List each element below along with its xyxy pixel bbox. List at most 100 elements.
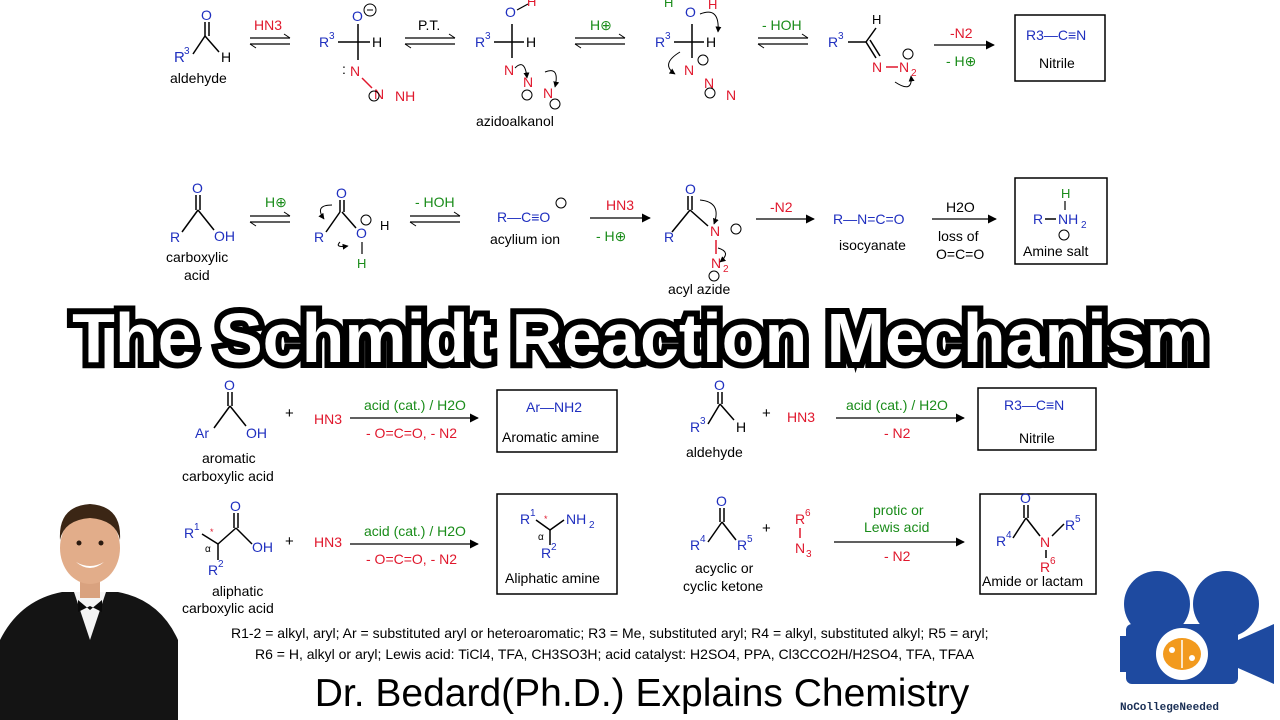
svg-text:OH: OH bbox=[252, 539, 273, 555]
svg-text:N: N bbox=[726, 87, 736, 103]
aromatic-acid-label-1: aromatic bbox=[202, 450, 256, 466]
svg-text:O: O bbox=[716, 493, 727, 509]
svg-text:2: 2 bbox=[723, 264, 729, 275]
svg-text:H: H bbox=[664, 0, 673, 10]
conditions-bottom: - O=C=O, - N2 bbox=[366, 551, 457, 567]
equilibrium-arrow bbox=[249, 211, 291, 227]
summary-aromatic-acid: Ar O OH aromatic carboxylic acid + HN3 a… bbox=[182, 377, 618, 484]
minus-n2-label: -N2 bbox=[950, 25, 973, 41]
svg-text:1: 1 bbox=[530, 508, 536, 519]
nitrile-formula: R3—C≡N bbox=[1026, 27, 1086, 43]
minus-h-label: - H⊕ bbox=[596, 228, 626, 244]
svg-text:R: R bbox=[690, 537, 700, 553]
plus-sign: + bbox=[762, 405, 771, 422]
svg-text:H: H bbox=[708, 0, 717, 12]
carboxylic-acid-structure: R O OH bbox=[170, 180, 235, 245]
svg-text:N: N bbox=[710, 223, 720, 239]
svg-text:H: H bbox=[706, 34, 716, 50]
svg-text:R: R bbox=[655, 34, 665, 50]
svg-text:R: R bbox=[737, 537, 747, 553]
svg-text:*: * bbox=[544, 514, 548, 524]
reagent-hn3: HN3 bbox=[254, 17, 282, 33]
svg-text:N: N bbox=[350, 63, 360, 79]
svg-text:N: N bbox=[523, 74, 533, 90]
svg-text:6: 6 bbox=[805, 508, 811, 519]
conditions-bottom: - N2 bbox=[884, 548, 911, 564]
co2-label: O=C=O bbox=[936, 246, 984, 262]
minus-h-label: - H⊕ bbox=[946, 53, 976, 69]
svg-text:4: 4 bbox=[1006, 530, 1012, 541]
azidoalkanol-label: azidoalkanol bbox=[476, 113, 554, 129]
svg-text:R: R bbox=[208, 562, 218, 578]
svg-text:H: H bbox=[526, 34, 536, 50]
aliphatic-acid-label-1: aliphatic bbox=[212, 583, 263, 599]
svg-text:2: 2 bbox=[1081, 220, 1087, 231]
svg-text:3: 3 bbox=[485, 31, 491, 42]
svg-text:N: N bbox=[1040, 534, 1050, 550]
svg-text:O: O bbox=[685, 181, 696, 197]
logo-text: NoCollegeNeeded bbox=[1120, 702, 1219, 714]
reagent-hn3: HN3 bbox=[314, 411, 342, 427]
svg-text:N: N bbox=[795, 540, 805, 556]
svg-text:R: R bbox=[541, 545, 551, 561]
h-plus-label: H⊕ bbox=[265, 194, 287, 210]
svg-text:1: 1 bbox=[194, 522, 200, 533]
svg-text:Ar: Ar bbox=[195, 425, 209, 441]
minus-n2-label: -N2 bbox=[770, 199, 793, 215]
conditions-top-1: protic or bbox=[873, 502, 924, 518]
svg-text:R: R bbox=[520, 511, 530, 527]
svg-text:O: O bbox=[230, 498, 241, 514]
svg-text:R: R bbox=[170, 229, 180, 245]
svg-text:O: O bbox=[201, 7, 212, 23]
reagent-hn3: HN3 bbox=[606, 197, 634, 213]
conditions-bottom: - O=C=O, - N2 bbox=[366, 425, 457, 441]
svg-text:OH: OH bbox=[214, 228, 235, 244]
ketone-label-2: cyclic ketone bbox=[683, 578, 763, 594]
conditions-top-2: Lewis acid bbox=[864, 519, 929, 535]
svg-text:4: 4 bbox=[700, 534, 706, 545]
svg-text:N: N bbox=[872, 59, 882, 75]
svg-text:O: O bbox=[352, 8, 363, 24]
conditions-top: acid (cat.) / H2O bbox=[364, 397, 466, 413]
equilibrium-arrow bbox=[404, 33, 456, 49]
presenter-photo bbox=[0, 504, 178, 720]
svg-text:R: R bbox=[690, 419, 700, 435]
carboxylic-acid-label-1: carboxylic bbox=[166, 249, 228, 265]
svg-text:5: 5 bbox=[1075, 514, 1081, 525]
carboxylic-acid-label-2: acid bbox=[184, 267, 210, 283]
equilibrium-arrow bbox=[574, 33, 626, 49]
aliphatic-amine-box bbox=[496, 493, 618, 595]
svg-text:5: 5 bbox=[747, 534, 753, 545]
svg-text:O: O bbox=[1020, 490, 1031, 506]
svg-text:3: 3 bbox=[700, 416, 706, 427]
svg-text:NH: NH bbox=[1058, 211, 1078, 227]
svg-text:H: H bbox=[736, 419, 746, 435]
svg-text:R: R bbox=[996, 533, 1006, 549]
acylium-formula: R—C≡O bbox=[497, 209, 550, 225]
nitrile-formula: R3—C≡N bbox=[1004, 397, 1064, 413]
h-plus-label: H⊕ bbox=[590, 17, 612, 33]
svg-text:R: R bbox=[1065, 517, 1075, 533]
pt-label: P.T. bbox=[418, 17, 440, 33]
minus-hoh-label: - HOH bbox=[762, 17, 802, 33]
svg-text:R: R bbox=[174, 49, 185, 66]
svg-text:H: H bbox=[372, 34, 382, 50]
svg-text:O: O bbox=[192, 180, 203, 196]
footnote-line-1: R1-2 = alkyl, aryl; Ar = substituted ary… bbox=[231, 625, 989, 641]
svg-text:R: R bbox=[664, 229, 674, 245]
svg-text::: : bbox=[342, 61, 346, 77]
aldehyde-label: aldehyde bbox=[170, 70, 227, 86]
svg-text:3: 3 bbox=[838, 31, 844, 42]
film-camera-brain-icon bbox=[1120, 571, 1274, 684]
reagent-hn3: HN3 bbox=[787, 409, 815, 425]
